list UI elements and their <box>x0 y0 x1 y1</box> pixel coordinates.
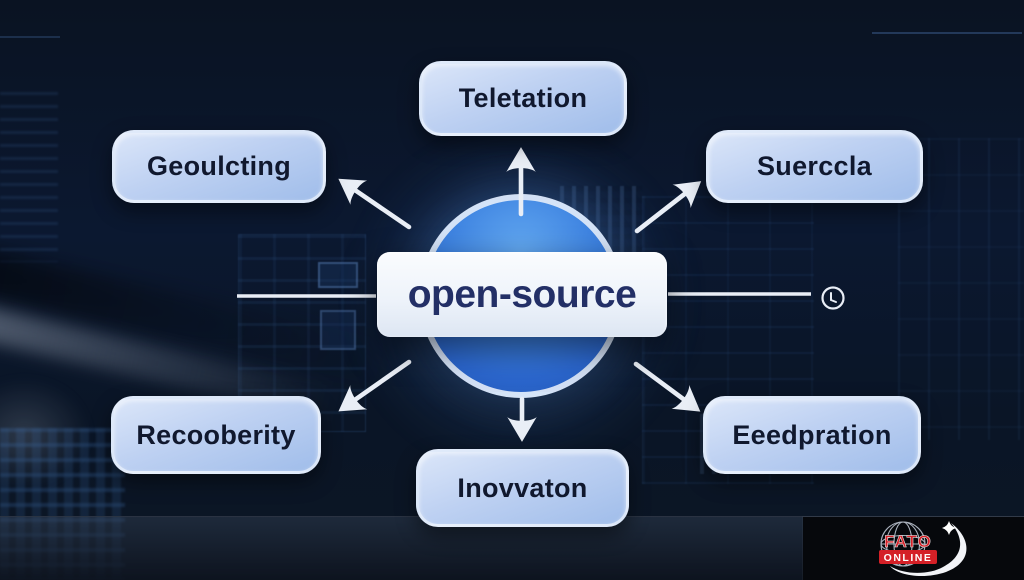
watermark-logo: FATO ONLINE <box>803 517 1024 580</box>
node-bottom-right: Eeedpration <box>703 396 921 474</box>
background-code-lines-2 <box>0 92 58 262</box>
node-top-label: Teletation <box>458 83 588 113</box>
node-top: Teletation <box>419 61 627 136</box>
node-top-right: Suerccla <box>706 130 923 203</box>
node-bottom-right-label: Eeedpration <box>732 419 892 450</box>
node-bottom-left-label: Recooberity <box>136 419 296 450</box>
background-chip <box>318 262 358 288</box>
logo-text-fato: FATO <box>884 532 932 551</box>
center-label: open-source <box>407 272 637 316</box>
background-top-line <box>872 32 1022 34</box>
swoosh-icon <box>890 523 967 577</box>
clock-icon-hands <box>830 292 837 303</box>
sparkle-icon <box>942 521 956 535</box>
background-top-line-2 <box>0 36 60 38</box>
node-bottom-left: Recooberity <box>111 396 321 474</box>
node-top-left-label: Geoulcting <box>147 151 291 181</box>
background-grey-blur <box>0 378 90 488</box>
node-top-right-label: Suerccla <box>757 151 872 181</box>
center-node: open-source <box>377 252 667 337</box>
background-chip-2 <box>320 310 356 350</box>
node-bottom-label: Inovvaton <box>457 472 588 503</box>
node-bottom: Inovvaton <box>416 449 629 527</box>
logo-online-strip <box>879 550 937 564</box>
node-top-left: Geoulcting <box>112 130 326 203</box>
logo-text-online: ONLINE <box>884 552 933 564</box>
clock-icon <box>821 286 845 310</box>
globe-icon <box>880 521 926 567</box>
